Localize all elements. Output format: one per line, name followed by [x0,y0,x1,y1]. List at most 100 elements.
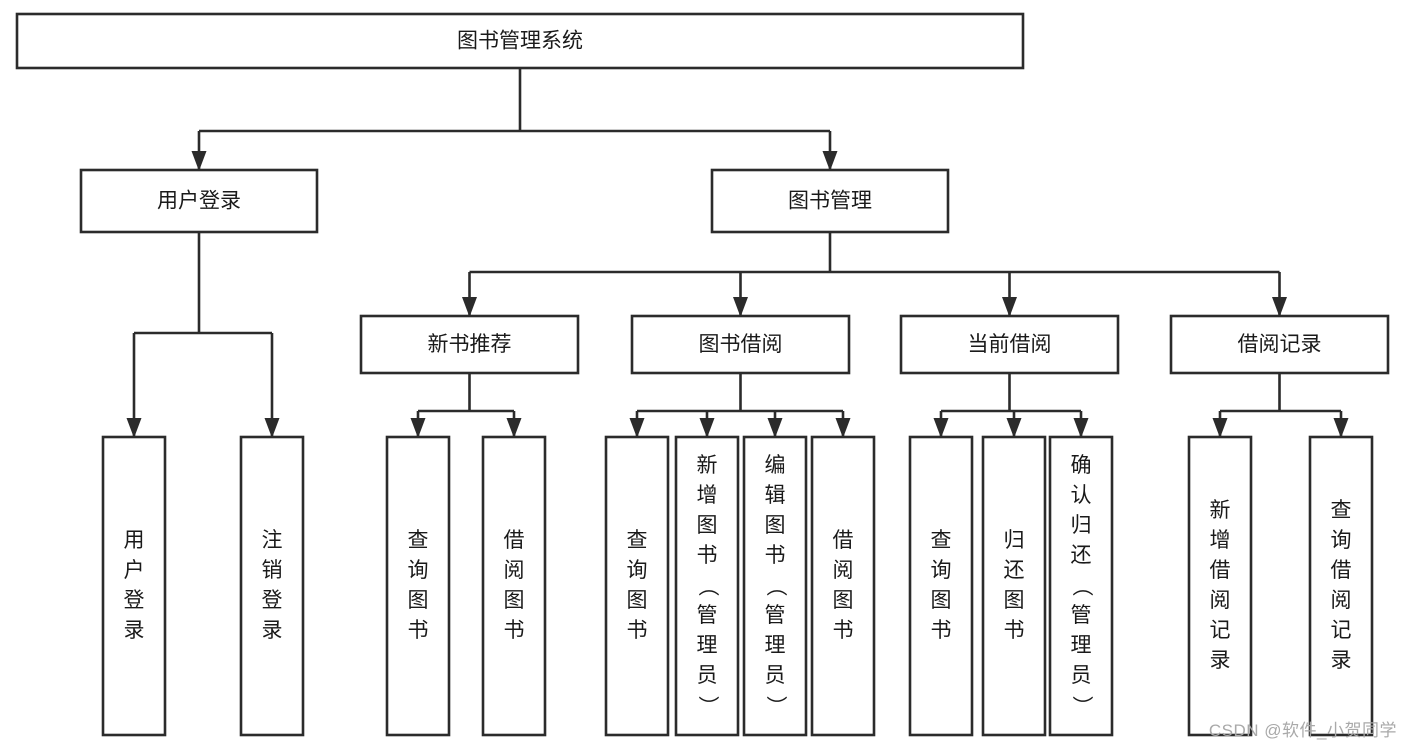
node-label-char: 书 [408,619,429,642]
node-box [604,435,670,737]
node-label-char: 录 [1210,649,1231,672]
node-box [239,435,305,737]
arrow-head-icon [410,418,426,438]
node-box [1048,435,1114,737]
node-label-char: 员 [1071,664,1092,687]
node-label-char: 图 [697,514,718,537]
arrow-head-icon [1073,418,1089,438]
node-label-char: 阅 [833,559,854,582]
node-leaf-user-login[interactable]: 用户登录 [101,435,167,737]
node-label-char: 记 [1210,619,1231,642]
node-label-char: 管 [765,604,786,627]
arrow-head-icon [629,418,645,438]
node-box [101,435,167,737]
arrow-head-icon [1006,418,1022,438]
node-label-char: 图 [408,589,429,612]
node-label-char: （ [1070,576,1093,597]
node-label-char: 询 [1331,529,1352,552]
node-label-char: 书 [1004,619,1025,642]
node-label-char: 登 [124,589,145,612]
node-book-manage[interactable]: 图书管理 [710,168,950,234]
arrow-head-icon [835,418,851,438]
arrow-head-icon [264,418,280,438]
node-layer: 图书管理系统用户登录图书管理新书推荐图书借阅当前借阅借阅记录用户登录注销登录查询… [15,12,1390,737]
node-box [630,314,851,375]
arrow-head-icon [1272,297,1287,317]
node-label-char: （ [696,576,719,597]
node-label: 新书推荐 [428,333,512,356]
node-label-char: 查 [931,529,952,552]
node-label-char: 管 [1071,604,1092,627]
node-label-char: 理 [697,634,718,657]
node-box [810,435,876,737]
node-label-char: 登 [262,589,283,612]
node-box [385,435,451,737]
node-root[interactable]: 图书管理系统 [15,12,1025,70]
node-label-char: 增 [1210,529,1231,552]
node-label-char: 阅 [1210,589,1231,612]
node-user-login[interactable]: 用户登录 [79,168,319,234]
node-box [674,435,740,737]
csdn-watermark: CSDN @软件_小贺同学 [1208,721,1397,740]
node-label-char: 询 [408,559,429,582]
node-label-char: 新 [697,454,718,477]
node-label-char: 销 [262,559,283,582]
node-label-char: 还 [1071,544,1092,567]
arrow-head-icon [733,297,748,317]
node-book-borrow[interactable]: 图书借阅 [630,314,851,375]
node-label-char: 书 [765,544,786,567]
node-label-char: 归 [1071,514,1092,537]
node-label-char: 录 [262,619,283,642]
node-label-char: （ [764,576,787,597]
node-box [1308,435,1374,737]
arrow-head-icon [191,151,207,171]
node-label-char: 书 [504,619,525,642]
node-label: 图书借阅 [699,333,783,356]
node-box [359,314,580,375]
arrow-head-icon [933,418,949,438]
node-label-char: 借 [1210,559,1231,582]
node-box [1187,435,1253,737]
node-label-char: 图 [504,589,525,612]
node-current-borrow[interactable]: 当前借阅 [899,314,1120,375]
node-label: 图书管理系统 [457,30,583,53]
node-label-char: ） [764,696,787,717]
node-box [481,435,547,737]
node-label-char: 编 [765,454,786,477]
arrow-head-icon [767,418,783,438]
node-label-char: ） [1070,696,1093,717]
node-label-char: 注 [262,529,283,552]
node-label-char: 录 [1331,649,1352,672]
node-label: 借阅记录 [1238,333,1322,356]
node-label-char: 图 [765,514,786,537]
node-label-char: 阅 [504,559,525,582]
node-label-char: 查 [408,529,429,552]
node-label-char: 书 [931,619,952,642]
node-label-char: 理 [765,634,786,657]
node-label: 当前借阅 [968,333,1052,356]
node-label-char: 查 [627,529,648,552]
node-label-char: 询 [627,559,648,582]
node-label-char: 记 [1331,619,1352,642]
arrow-head-icon [699,418,715,438]
arrow-head-icon [506,418,522,438]
node-borrow-record[interactable]: 借阅记录 [1169,314,1390,375]
node-new-book-rec[interactable]: 新书推荐 [359,314,580,375]
arrow-head-icon [1333,418,1349,438]
node-label-char: 图 [627,589,648,612]
node-box [742,435,808,737]
